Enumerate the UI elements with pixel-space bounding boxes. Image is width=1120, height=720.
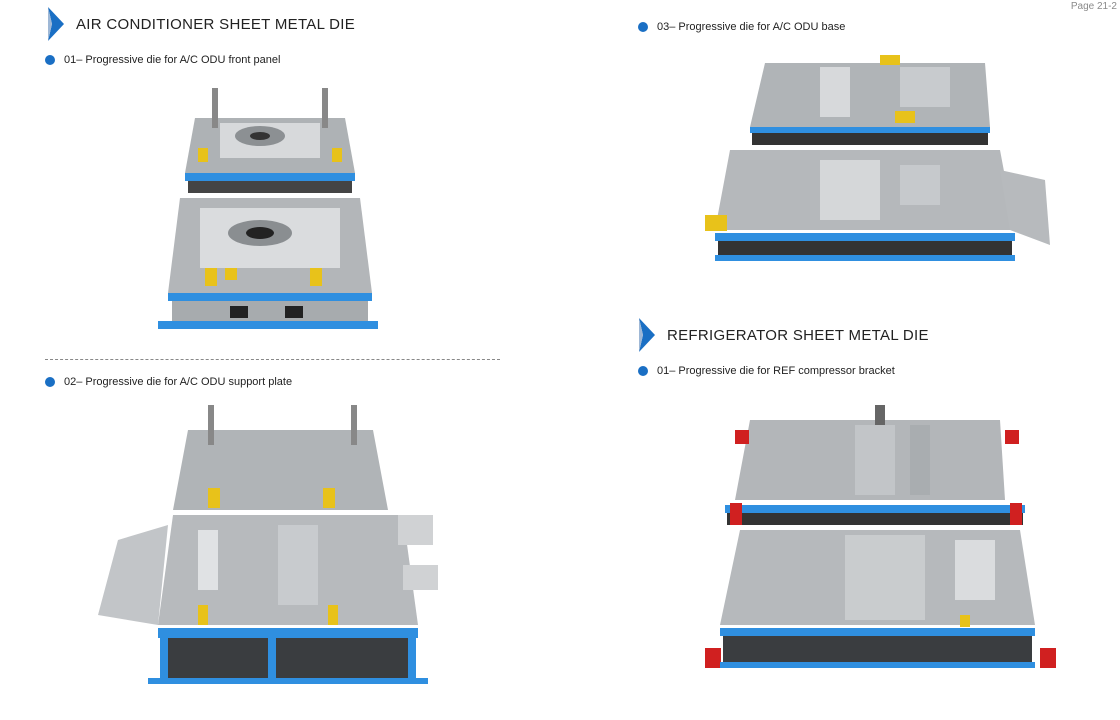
- chevron-marker-icon: [639, 318, 655, 352]
- list-item: 03– Progressive die for A/C ODU base: [638, 21, 845, 33]
- die-image-odu-base: [705, 55, 1050, 261]
- section-heading-refrigerator: REFRIGERATOR SHEET METAL DIE: [637, 318, 929, 352]
- bullet-icon: [638, 22, 648, 32]
- section-heading-air-conditioner: AIR CONDITIONER SHEET METAL DIE: [46, 7, 355, 41]
- die-image-support-plate: [98, 405, 438, 684]
- page-number: Page 21-2: [1070, 1, 1117, 12]
- bullet-icon: [45, 55, 55, 65]
- bullet-icon: [638, 366, 648, 376]
- divider: [45, 359, 500, 360]
- bullet-icon: [45, 377, 55, 387]
- chevron-marker-icon: [48, 7, 64, 41]
- item-label: 02– Progressive die for A/C ODU support …: [64, 376, 293, 388]
- item-label: 03– Progressive die for A/C ODU base: [657, 21, 846, 33]
- list-item: 01– Progressive die for REF compressor b…: [638, 365, 895, 377]
- die-image-compressor-bracket: [705, 405, 1056, 668]
- section-title: REFRIGERATOR SHEET METAL DIE: [667, 326, 929, 344]
- item-label: 01– Progressive die for REF compressor b…: [657, 365, 895, 377]
- list-item: 02– Progressive die for A/C ODU support …: [45, 376, 292, 388]
- die-image-front-panel: [158, 88, 378, 329]
- item-label: 01– Progressive die for A/C ODU front pa…: [64, 54, 281, 66]
- section-title: AIR CONDITIONER SHEET METAL DIE: [76, 15, 356, 33]
- list-item: 01– Progressive die for A/C ODU front pa…: [45, 54, 280, 66]
